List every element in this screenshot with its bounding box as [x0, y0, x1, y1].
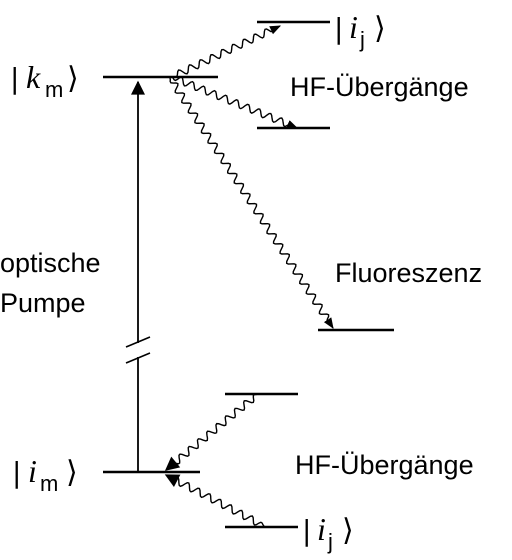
- state-symbol: i: [28, 453, 37, 489]
- hf-transition-lower-from-below-arrow: [164, 474, 265, 527]
- hf-transition-upper-up-arrow: [171, 25, 281, 79]
- ket-bar: |: [10, 62, 19, 95]
- fluorescence-arrow: [169, 77, 334, 329]
- hf-transition-upper-down-arrow: [171, 76, 299, 129]
- state-label-ij-lower: | i j ⟩: [302, 511, 354, 554]
- state-subscript: m: [45, 77, 63, 102]
- hf-transitions-upper-label: HF-Übergänge: [290, 72, 469, 102]
- ket-bar: |: [334, 12, 343, 45]
- hf-transition-lower-from-above-arrow: [164, 393, 259, 471]
- ket-bracket: ⟩: [374, 11, 386, 46]
- state-label-im: | i m ⟩: [12, 453, 78, 496]
- ket-bar: |: [12, 456, 21, 489]
- state-subscript: j: [327, 529, 333, 554]
- state-subscript: m: [40, 471, 58, 496]
- state-label-ij-upper: | i j ⟩: [334, 9, 386, 52]
- break-mark-1: [125, 336, 151, 348]
- pump-break-gap: [128, 343, 148, 357]
- state-symbol: i: [349, 9, 358, 45]
- ket-bracket: ⟩: [342, 513, 354, 548]
- state-symbol: i: [317, 511, 326, 547]
- ket-bracket: ⟩: [67, 61, 79, 96]
- break-mark-2: [125, 352, 151, 364]
- ket-bracket: ⟩: [66, 455, 78, 490]
- optical-pump-label-line2: Pumpe: [0, 288, 86, 318]
- hf-transitions-lower-label: HF-Übergänge: [295, 450, 474, 480]
- fluorescence-label: Fluoreszenz: [335, 258, 482, 288]
- state-symbol: k: [26, 59, 41, 95]
- optical-pump-label-line1: optische: [0, 248, 101, 278]
- state-subscript: j: [359, 27, 365, 52]
- ket-bar: |: [302, 514, 311, 547]
- state-label-km: | k m ⟩: [10, 59, 79, 102]
